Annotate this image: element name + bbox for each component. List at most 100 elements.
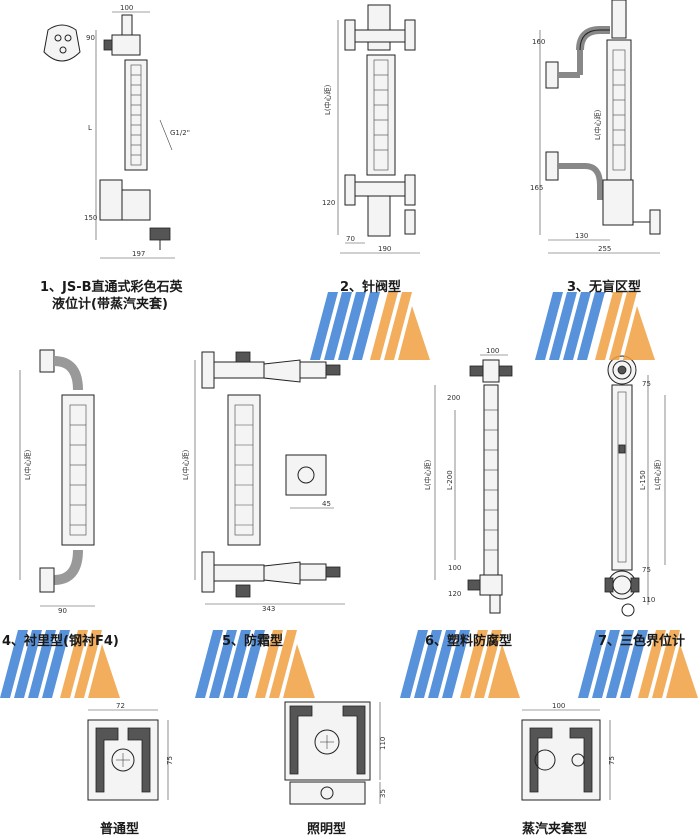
watermark-stripe <box>428 630 456 698</box>
watermark-stripe <box>577 292 605 360</box>
watermark-stripe <box>209 630 237 698</box>
dim-label: 110 <box>379 737 387 750</box>
watermark-stripe <box>60 630 88 698</box>
watermark-stripe <box>223 630 251 698</box>
interface-marker <box>618 444 626 454</box>
watermark-stripe <box>283 644 315 698</box>
drain-handwheel <box>649 209 661 235</box>
section-outline <box>521 719 601 801</box>
leader-line <box>159 119 173 151</box>
watermark-stripe <box>638 630 666 698</box>
bottom-handle <box>630 577 640 593</box>
top-gauge-inner <box>612 360 632 380</box>
top-valve-bar <box>354 29 406 43</box>
watermark-stripe <box>195 630 223 698</box>
watermark-stripe <box>88 644 120 698</box>
dim-label: 190 <box>378 245 391 253</box>
glass-body <box>611 384 633 571</box>
lower-left-handwheel <box>344 174 356 206</box>
top-flange <box>39 349 55 373</box>
watermark-stripe <box>28 630 56 698</box>
dim-label: 75 <box>642 566 651 574</box>
bottom-body <box>602 179 634 226</box>
dim-label: L(中心距) <box>23 449 32 480</box>
dim-label: 343 <box>262 605 275 613</box>
drain <box>489 594 501 614</box>
bolt-hole <box>64 34 72 42</box>
watermark-stripe <box>14 630 42 698</box>
dim-label: 255 <box>598 245 611 253</box>
section-wall-right <box>569 727 593 793</box>
drawing-2-needle-valve: L(中心距) 120 70 190 <box>322 4 420 254</box>
dim-label: 70 <box>346 235 355 243</box>
watermark-stripes <box>310 292 430 360</box>
watermark-stripe <box>578 630 606 698</box>
top-cap <box>235 351 251 363</box>
caption-section-ordinary: 普通型 <box>100 822 140 837</box>
valve-stem <box>121 14 133 36</box>
caption-5: 5、防霜型 <box>222 634 284 649</box>
section-illuminated: 110 35 <box>284 701 387 805</box>
watermark-stripe <box>549 292 577 360</box>
bottom-elbow <box>558 163 603 200</box>
glass-body <box>227 394 261 546</box>
watermark-stripe <box>620 630 648 698</box>
top-cap <box>611 0 627 39</box>
bottom-arm <box>213 564 265 582</box>
section-bore <box>534 749 556 771</box>
dim-label: 75 <box>608 756 616 765</box>
glass-inner <box>617 391 627 563</box>
bottom-taper <box>263 561 301 585</box>
watermark-stripe <box>0 630 28 698</box>
top-handle <box>469 365 484 377</box>
dim-label: 160 <box>532 38 545 46</box>
top-taper <box>263 359 301 383</box>
top-gauge-core <box>617 365 627 375</box>
caption-2: 2、针阀型 <box>340 280 402 295</box>
watermark-stripes <box>0 630 120 698</box>
top-cross <box>367 4 391 51</box>
bottom-valve <box>299 563 327 581</box>
watermark-stripe <box>563 292 591 360</box>
dim-label: 100 <box>486 347 499 355</box>
steam-bore <box>571 753 585 767</box>
dim-label: L <box>88 124 92 132</box>
flange-detail-shape <box>43 24 81 62</box>
section-wall-left <box>529 727 553 793</box>
drawing-1-jsb: 100 90 L G1/2" 150 197 <box>43 4 190 259</box>
watermark-stripe <box>595 292 623 360</box>
watermark-stripe <box>370 292 398 360</box>
caption-4: 4、衬里型(钢衬F4) <box>2 634 119 649</box>
watermark-stripe <box>338 292 366 360</box>
top-arm <box>213 361 265 379</box>
glass-body <box>366 54 396 176</box>
top-valve <box>299 361 327 379</box>
dim-label: L(中心距) <box>181 449 190 480</box>
drain <box>235 584 251 598</box>
watermark-stripes <box>400 630 520 698</box>
bottom-flange <box>39 567 55 593</box>
dim-label: 120 <box>448 590 461 598</box>
top-flange <box>201 351 215 389</box>
scale-marks <box>484 409 498 551</box>
section-outline <box>284 701 371 781</box>
dim-label: 100 <box>552 702 565 710</box>
dim-label: L(中心距) <box>653 459 662 490</box>
glass-inner <box>234 404 254 536</box>
lamp <box>320 786 334 800</box>
watermark-stripe <box>609 292 637 360</box>
right-handwheel <box>404 19 416 51</box>
scale-marks <box>235 424 253 526</box>
caption-6: 6、塑料防腐型 <box>425 634 513 649</box>
watermark-stripe <box>255 630 283 698</box>
top-elbow-outline <box>579 29 610 51</box>
section-bore <box>111 748 135 772</box>
top-elbow <box>576 26 610 51</box>
dim-label: 130 <box>575 232 588 240</box>
drain-valve <box>149 227 171 241</box>
bottom-handle <box>604 577 614 593</box>
caption-7: 7、三色界位计 <box>598 634 686 649</box>
dim-label: 45 <box>322 500 331 508</box>
watermark-stripe <box>310 292 338 360</box>
drawing-3-no-blind-zone: 160 L(中心距) 165 130 255 <box>530 0 661 254</box>
